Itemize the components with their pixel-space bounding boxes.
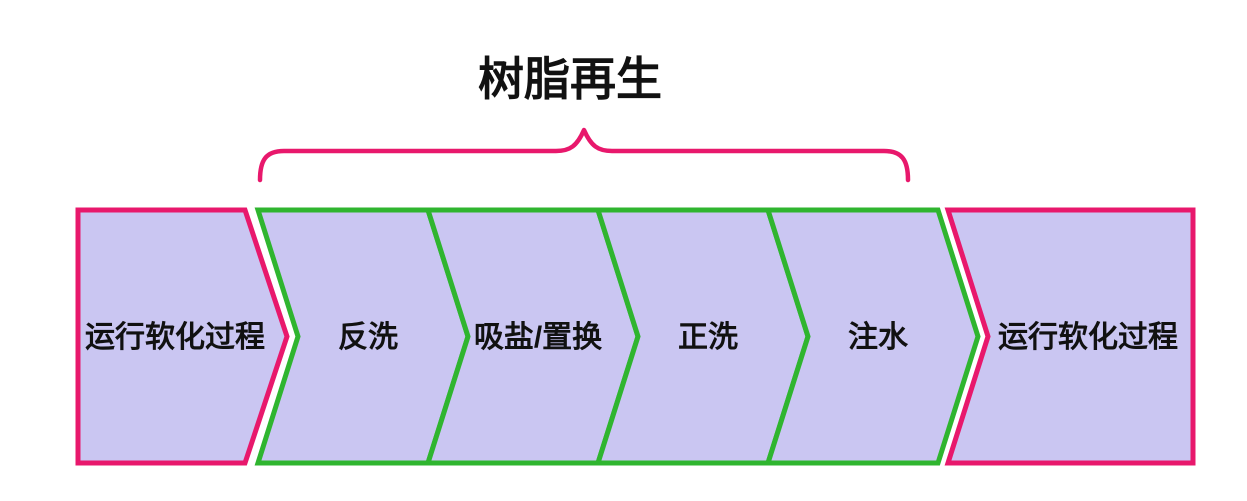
step-run-softening-start: 运行软化过程: [75, 207, 290, 466]
step-label: 正洗: [678, 321, 738, 354]
chevron-shape: [944, 207, 1196, 466]
step-water-injection: 注水: [764, 207, 981, 466]
chevron-shape: [764, 207, 981, 466]
diagram-title: 树脂再生: [478, 53, 662, 105]
chevron-shape: [75, 207, 290, 466]
step-label: 注水: [848, 321, 909, 354]
curly-brace-icon: [257, 127, 911, 183]
step-label: 吸盐/置换: [474, 321, 603, 354]
step-label: 运行软化过程: [998, 321, 1178, 354]
step-label: 运行软化过程: [85, 321, 265, 354]
step-label: 反洗: [338, 321, 398, 354]
step-run-softening-end: 运行软化过程: [944, 207, 1196, 466]
